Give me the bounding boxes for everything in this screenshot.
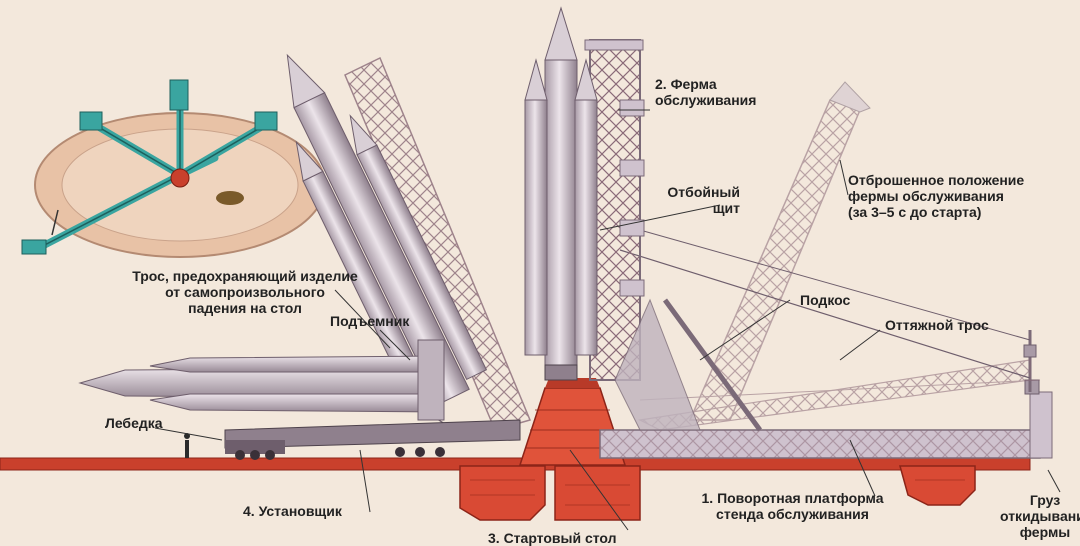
label-guy-cable: Оттяжной трос [885, 317, 989, 333]
inset-top-view [21, 79, 326, 258]
label-rotating-platform: 1. Поворотная платформа стенда обслужива… [701, 490, 884, 522]
label-counterweight: Груз откидывания фермы [1000, 492, 1080, 540]
leader-lines [154, 109, 1061, 531]
label-service-tower: 2. Ферма обслуживания [655, 76, 757, 108]
label-lifter: Подъемник [330, 313, 410, 329]
label-winch: Лебедка [105, 415, 163, 431]
service-platform-structure [599, 330, 1053, 459]
upright-rocket [524, 6, 598, 381]
horizontal-rocket [78, 339, 445, 421]
label-safety-cable: Трос, предохраняющий изделие от самопрои… [132, 268, 358, 316]
label-retracted-position: Отброшенное положение фермы обслуживания… [848, 172, 1025, 220]
label-strut: Подкос [800, 292, 851, 308]
retracted-tower-ghost [638, 81, 1041, 431]
launch-table-structure [518, 378, 627, 466]
ground [0, 457, 1031, 521]
tilted-rocket [286, 53, 488, 407]
label-launch-table: 3. Стартовый стол [488, 530, 617, 546]
label-blast-shield: Отбойный щит [667, 184, 740, 216]
installer-vehicle [184, 419, 521, 460]
label-installer: 4. Установщик [243, 503, 342, 519]
